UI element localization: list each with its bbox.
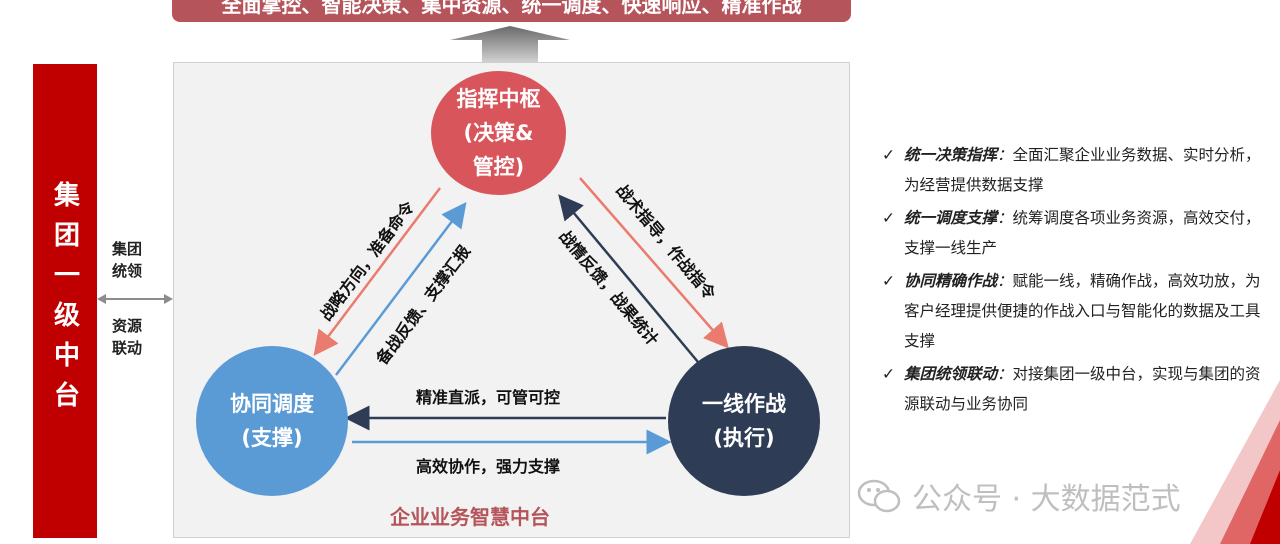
frontline-node: 一线作战 (执行) xyxy=(668,346,820,496)
coordination-title: 协同调度 xyxy=(230,392,314,416)
edge-label-collaboration: 高效协作，强力支撑 xyxy=(416,457,561,476)
coordination-sub: (支撑) xyxy=(241,426,303,450)
command-center-sub2: 管控) xyxy=(472,155,525,179)
list-item: ✓ 协同精确作战：赋能一线，精确作战，高效功放，为客户经理提供便捷的作战入口与智… xyxy=(882,266,1262,356)
arrow-front-to-command xyxy=(558,194,699,363)
list-item: ✓ 统一决策指挥：全面汇聚企业业务数据、实时分析，为经营提供数据支撑 xyxy=(882,140,1262,200)
frontline-sub: (执行) xyxy=(713,426,775,450)
up-arrow xyxy=(450,26,570,62)
arrow-command-to-front xyxy=(579,177,729,349)
list-item: ✓ 集团统领联动：对接集团一级中台，实现与集团的资源联动与业务协同 xyxy=(882,359,1262,419)
corner-decoration xyxy=(1190,380,1280,544)
top-banner: 全面掌控、智能决策、集中资源、统一调度、快速响应、精准作战 xyxy=(172,0,851,22)
watermark-text: 公众号 · 大数据范式 xyxy=(912,482,1181,517)
link-label-top: 集团 统领 xyxy=(112,240,143,280)
coordination-node: 协同调度 (支撑) xyxy=(196,346,348,496)
panel-caption: 企业业务智慧中台 xyxy=(390,505,550,529)
edge-label-dispatch: 精准直派，可管可控 xyxy=(416,388,561,407)
command-center-node: 指挥中枢 (决策& 管控) xyxy=(431,71,566,195)
wechat-icon xyxy=(857,479,901,513)
top-banner-text: 全面掌控、智能决策、集中资源、统一调度、快速响应、精准作战 xyxy=(221,0,802,17)
arrow-command-to-coord xyxy=(313,187,441,356)
group-platform-bar: 集团一级中台 xyxy=(33,64,97,538)
double-arrow xyxy=(97,294,173,304)
list-item: ✓ 统一调度支撑：统筹调度各项业务资源，高效交付，支撑一线生产 xyxy=(882,203,1262,263)
watermark: 公众号 · 大数据范式 xyxy=(856,474,1181,518)
feature-list: ✓ 统一决策指挥：全面汇聚企业业务数据、实时分析，为经营提供数据支撑 ✓ 统一调… xyxy=(882,140,1262,422)
check-icon: ✓ xyxy=(882,272,895,290)
group-platform-label: 集团一级中台 xyxy=(49,181,80,421)
arrow-coord-to-command xyxy=(335,202,467,376)
check-icon: ✓ xyxy=(882,146,895,164)
check-icon: ✓ xyxy=(882,365,895,383)
command-center-title: 指挥中枢 xyxy=(456,87,541,111)
command-center-sub1: (决策& xyxy=(463,121,534,145)
link-label-bottom: 资源 联动 xyxy=(112,317,143,357)
frontline-title: 一线作战 xyxy=(702,392,786,416)
check-icon: ✓ xyxy=(882,209,895,227)
